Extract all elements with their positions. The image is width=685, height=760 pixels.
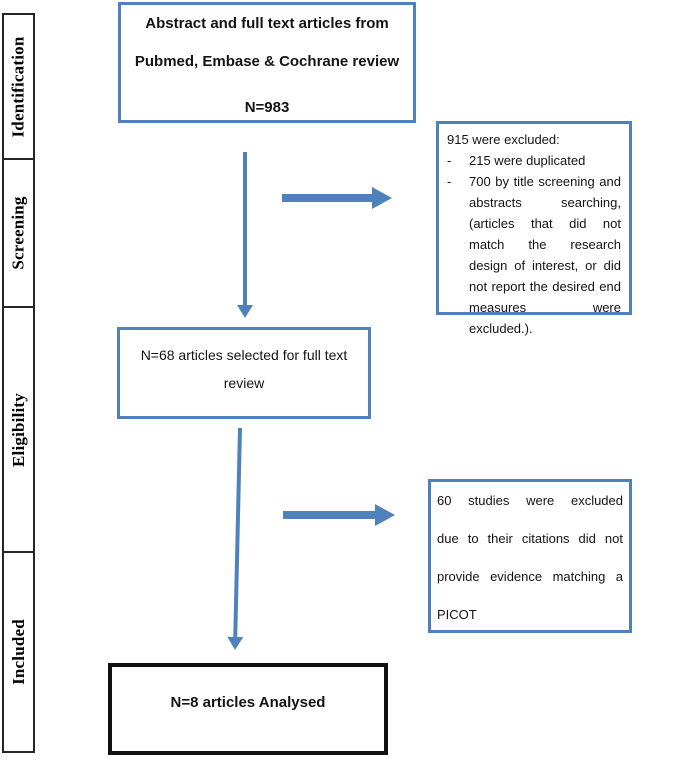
fulltext-review-box: N=68 articles selected for full text rev… (117, 327, 371, 419)
stage-label-included: Included (8, 619, 28, 685)
final-analysed-box: N=8 articles Analysed (108, 663, 388, 755)
right-arrow-2-shaft (283, 511, 375, 519)
excluded-1-item-text: 215 were duplicated (469, 153, 586, 168)
stage-box-identification: Identification (2, 13, 35, 160)
bullet-dash: - (447, 153, 452, 168)
bullet-dash: - (447, 174, 452, 189)
source-line-2: Pubmed, Embase & Cochrane review (134, 53, 400, 70)
right-arrow-1-shaft (282, 194, 372, 202)
right-arrow-2-head-icon (375, 504, 395, 526)
excluded-screening-box: 915 were excluded: - 215 were duplicated… (436, 121, 632, 336)
stage-label-identification: Identification (8, 35, 28, 138)
excluded-1-heading: 915 were excluded: (447, 132, 560, 147)
excluded-2-line: PICOT (437, 607, 477, 622)
final-box-text: N=8 articles Analysed (170, 694, 326, 711)
excluded-1-item: - 215 were duplicated (447, 150, 621, 171)
excluded-1-item-text: 700 by title screening and abstracts sea… (469, 174, 621, 336)
stage-label-eligibility: Eligibility (8, 392, 28, 467)
stage-box-included: Included (2, 551, 35, 753)
source-line-1: Abstract and full text articles from (145, 15, 389, 32)
source-records-box: Abstract and full text articles from Pub… (118, 2, 416, 123)
fulltext-line-1: N=68 articles selected for full text (140, 347, 348, 363)
excluded-eligibility-box: 60 studies were excluded due to their ci… (428, 479, 632, 633)
stage-label-screening: Screening (8, 196, 28, 270)
right-arrow-1-head-icon (372, 187, 392, 209)
down-arrow-1-head-icon (237, 305, 253, 318)
down-arrow-2-head-icon (226, 636, 244, 651)
down-arrow-1-shaft (243, 152, 247, 306)
excluded-2-line: provide evidence matching a (437, 569, 623, 584)
fulltext-line-2: review (223, 375, 265, 391)
excluded-1-item: - 700 by title screening and abstracts s… (447, 171, 621, 339)
stage-box-screening: Screening (2, 158, 35, 308)
excluded-2-line: due to their citations did not (437, 531, 623, 546)
down-arrow-2 (226, 427, 248, 651)
stage-box-eligibility: Eligibility (2, 306, 35, 553)
excluded-2-line: 60 studies were excluded (437, 493, 623, 508)
source-count: N=983 (244, 99, 290, 116)
down-arrow-2-shaft (233, 427, 242, 637)
